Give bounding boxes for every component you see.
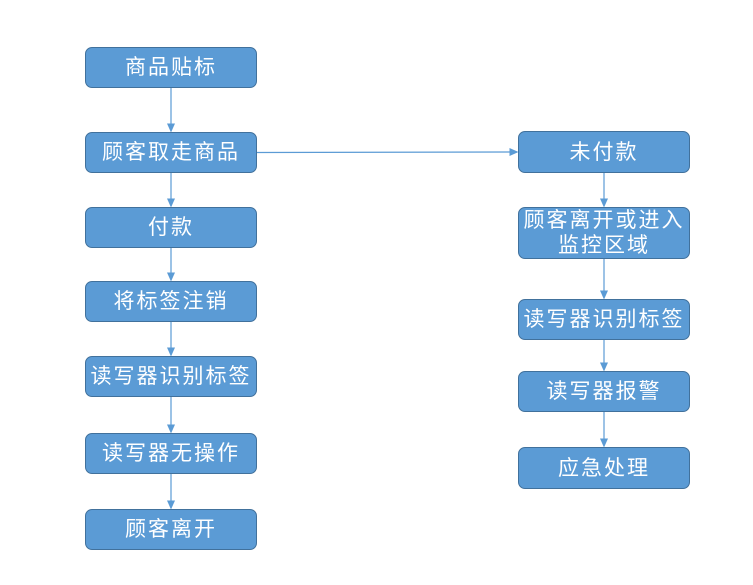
flowchart-node-L6: 读写器无操作: [85, 433, 257, 474]
flowchart-node-R5: 应急处理: [518, 447, 690, 489]
flowchart-node-L5: 读写器识别标签: [85, 356, 257, 397]
flowchart-node-R4: 读写器报警: [518, 371, 690, 412]
flowchart-node-L2: 顾客取走商品: [85, 132, 257, 173]
flowchart-node-L7: 顾客离开: [85, 509, 257, 550]
flowchart-node-L1: 商品贴标: [85, 47, 257, 88]
flowchart-node-R2: 顾客离开或进入 监控区域: [518, 207, 690, 259]
flowchart-edges: [167, 88, 608, 510]
flow-arrow-L2-to-R1: [256, 148, 519, 157]
flowchart-node-R3: 读写器识别标签: [518, 299, 690, 340]
flowchart-node-L4: 将标签注销: [85, 281, 257, 322]
flowchart-node-R1: 未付款: [518, 131, 690, 173]
flowchart-node-L3: 付款: [85, 207, 257, 248]
